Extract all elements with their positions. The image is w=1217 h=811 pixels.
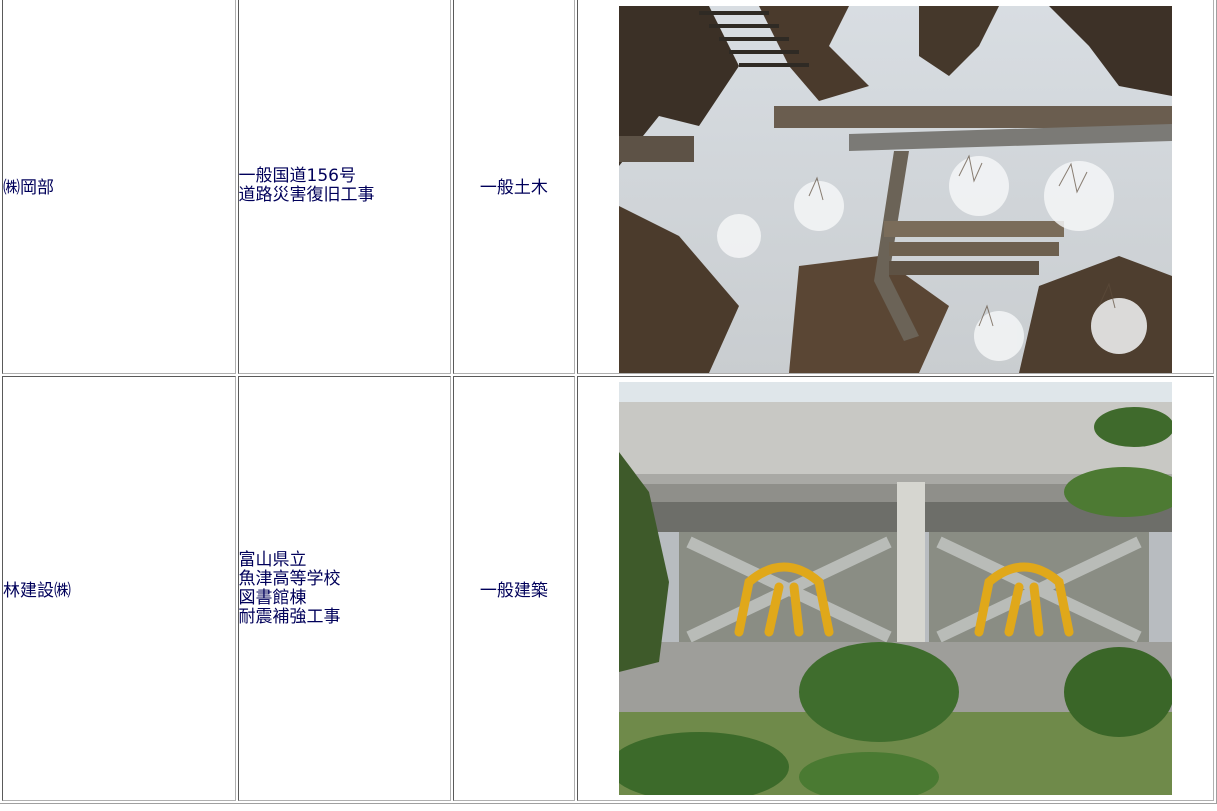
company-cell: ㈱岡部: [2, 0, 236, 374]
project-name-line: 魚津高等学校: [238, 568, 341, 589]
project-name-line: 耐震補強工事: [238, 606, 341, 627]
project-name-line: 道路災害復旧工事: [238, 184, 375, 205]
photo-cell: [576, 376, 1214, 801]
company-name: 林建設㈱: [3, 581, 71, 601]
project-name-cell: 一般国道156号 道路災害復旧工事: [237, 0, 452, 374]
snowy-mountain-retaining-wall-photo: [618, 6, 1172, 373]
table-row: 林建設㈱ 富山県立 魚津高等学校 図書館棟 耐震補強工事 一般建築: [2, 376, 1214, 801]
project-name-cell: 富山県立 魚津高等学校 図書館棟 耐震補強工事: [237, 376, 452, 801]
work-category: 一般土木: [479, 178, 548, 198]
category-cell: 一般土木: [453, 0, 575, 374]
school-library-seismic-brace-photo: [618, 382, 1172, 795]
photo-cell: [576, 0, 1214, 374]
table-row: ㈱岡部 一般国道156号 道路災害復旧工事 一般土木: [2, 0, 1214, 374]
category-cell: 一般建築: [453, 376, 575, 801]
project-name-line: 一般国道156号: [238, 165, 356, 186]
project-name-line: 図書館棟: [238, 587, 307, 608]
work-category: 一般建築: [479, 581, 548, 601]
company-cell: 林建設㈱: [2, 376, 236, 801]
company-name: ㈱岡部: [3, 178, 54, 198]
project-name-line: 富山県立: [238, 549, 307, 570]
